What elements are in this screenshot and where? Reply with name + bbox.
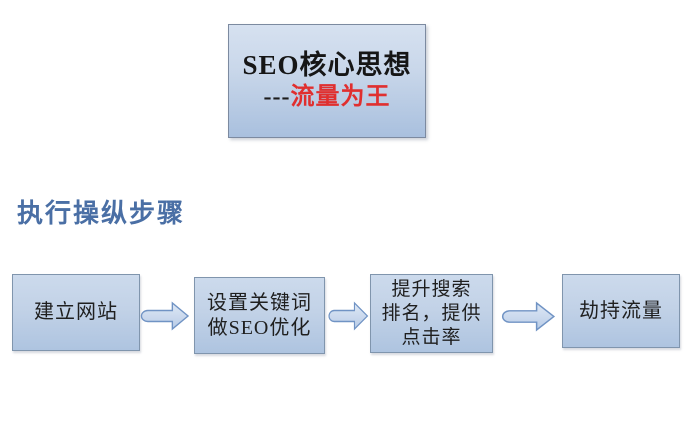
title-sub-highlight: 流量为王	[290, 84, 391, 111]
step-label: 建立网站	[34, 301, 118, 323]
right-block-arrow-icon	[501, 301, 556, 332]
right-block-arrow-icon	[140, 301, 190, 331]
step-label: 排名，提供	[381, 302, 482, 324]
step-box-set-keywords: 设置关键词 做SEO优化	[194, 277, 325, 354]
step-box-hijack-traffic: 劫持流量	[562, 274, 680, 348]
step-box-build-website: 建立网站	[12, 274, 140, 351]
step-label: 劫持流量	[579, 299, 663, 322]
title-sub-dashes: ---	[263, 84, 291, 111]
step-box-boost-ranking: 提升搜索 排名，提供 点击率	[370, 274, 493, 353]
step-label: 设置关键词	[207, 291, 312, 314]
section-heading: 执行操纵步骤	[17, 199, 186, 228]
title-box: SEO核心思想 ---流量为王	[228, 24, 426, 138]
right-block-arrow-icon	[328, 301, 369, 331]
title-sub-text: ---流量为王	[264, 82, 391, 113]
step-label: 点击率	[401, 326, 462, 348]
title-main-text: SEO核心思想	[242, 49, 412, 80]
step-label: 提升搜索	[391, 278, 472, 300]
step-label: 做SEO优化	[207, 316, 312, 339]
